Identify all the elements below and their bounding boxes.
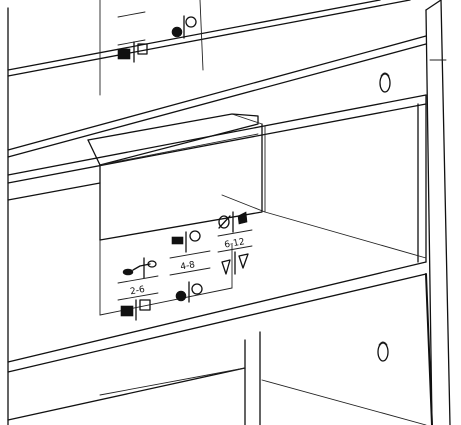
- range-left-label: 2-6: [129, 285, 145, 297]
- meat-icon: [237, 211, 248, 225]
- glass-icon: [221, 259, 231, 275]
- middle-drawer[interactable]: 2-6 4-8 6-12: [7, 94, 427, 373]
- cutlery-basket-icon: [117, 48, 131, 60]
- lower-drawer-knob[interactable]: [377, 342, 389, 362]
- fridge-icon: [171, 236, 184, 245]
- middle-drawer-handle[interactable]: [87, 113, 263, 241]
- no-fish-icon: [218, 215, 231, 229]
- cutlery-basket-icon-outline: [139, 299, 151, 311]
- apple-icon: [171, 26, 183, 38]
- thermometer-fish-icon: [122, 260, 157, 276]
- cutlery-basket-icon: [120, 305, 134, 317]
- clock-icon: [189, 230, 201, 242]
- apple-icon: [175, 290, 187, 302]
- middle-control-panel: 2-6 4-8 6-12: [117, 211, 253, 321]
- range-right-label: 6-12: [224, 237, 246, 250]
- upper-control-panel: [117, 11, 197, 63]
- upper-drawer-knob[interactable]: [379, 73, 391, 93]
- cabinet-outline: [7, 0, 451, 425]
- leaf-icon: [185, 16, 197, 28]
- upper-drawer[interactable]: [7, 0, 427, 158]
- lower-drawer[interactable]: [7, 273, 433, 425]
- glass-check-icon: [238, 253, 249, 269]
- range-center-label: 4-8: [180, 260, 196, 272]
- cutlery-basket-icon-outline: [137, 43, 148, 55]
- leaf-icon: [191, 283, 203, 295]
